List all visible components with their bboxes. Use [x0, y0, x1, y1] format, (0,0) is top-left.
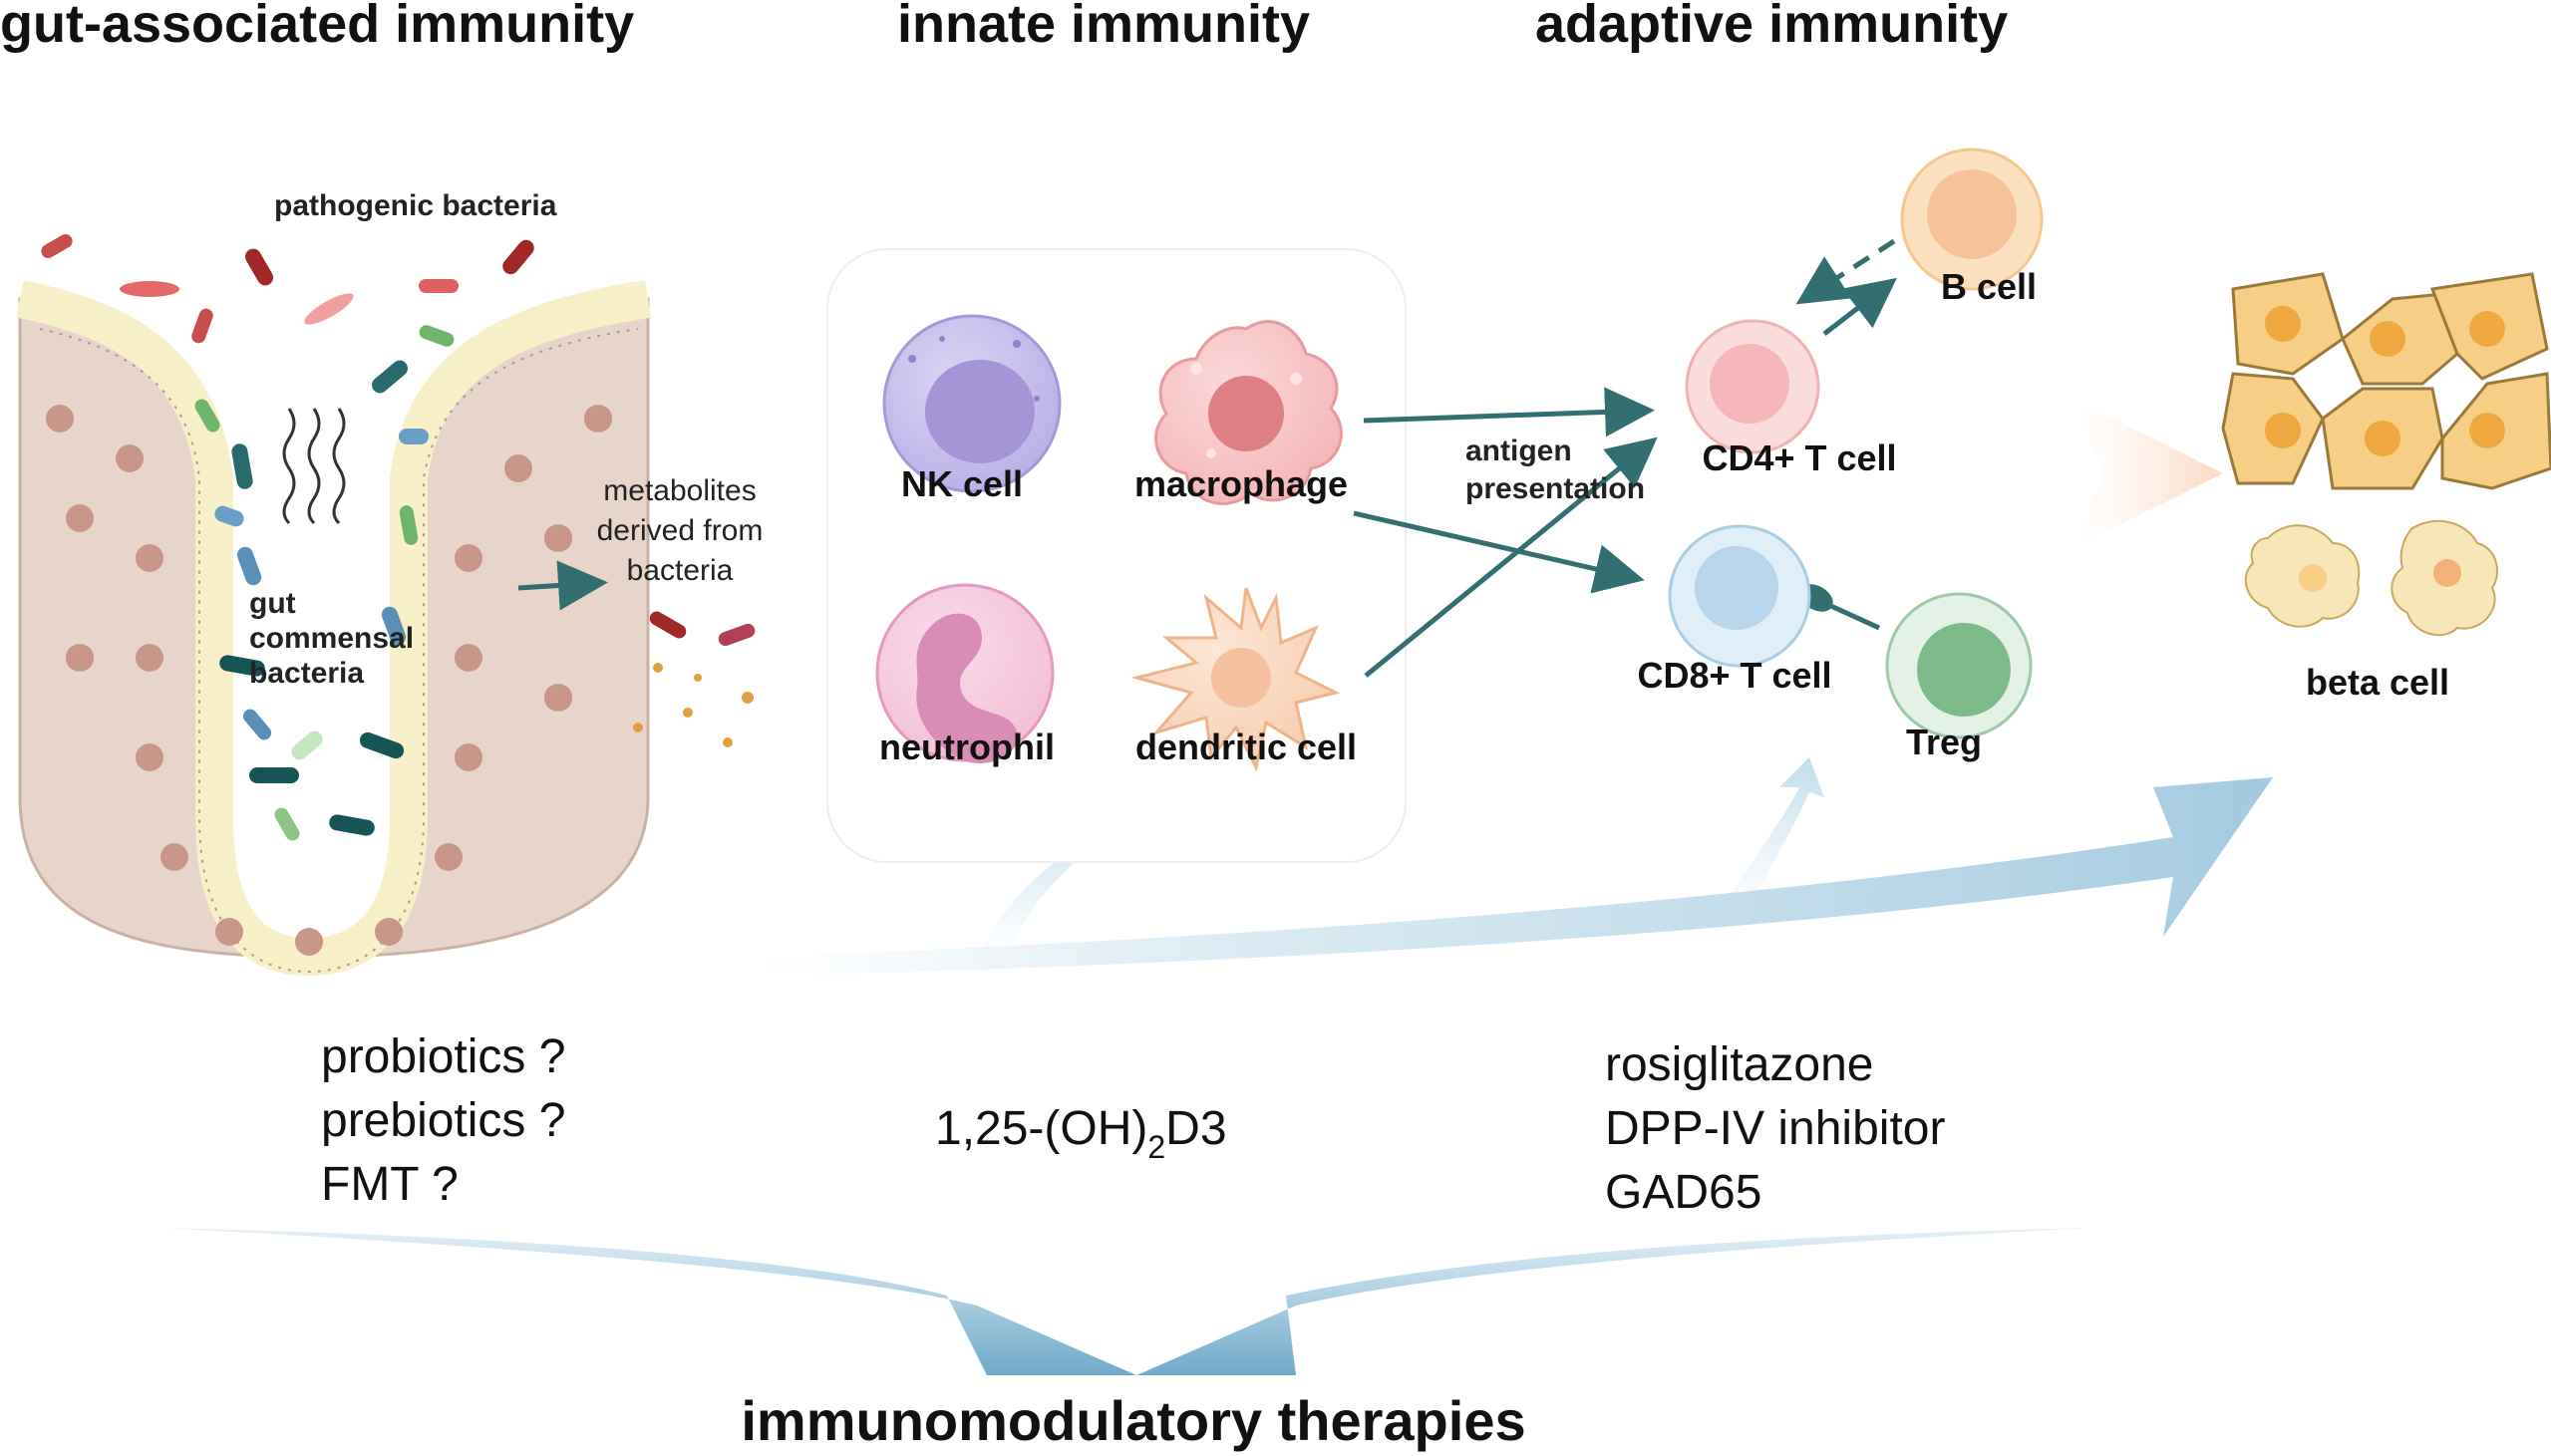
therapy-vitamin-d: 1,25-(OH)2D3 — [935, 1102, 1227, 1165]
commensal-bacteria — [194, 325, 455, 841]
dendritic-cell-label: dendritic cell — [1135, 727, 1357, 767]
secretion-wave-icons — [282, 408, 346, 525]
footer-title: immunomodulatory therapies — [741, 1389, 1525, 1452]
therapy-fmt: FMT ? — [321, 1158, 459, 1211]
metabolites-arrow — [517, 560, 608, 611]
cd8-t-cell-icon — [1668, 524, 1811, 668]
header-innate-immunity: innate immunity — [897, 0, 1310, 54]
antigen-label-1: antigen — [1465, 435, 1572, 467]
commensal-label-3: bacteria — [249, 657, 364, 690]
nk-cell-label: NK cell — [901, 463, 1023, 504]
metabolite-bacteria-icons — [633, 611, 756, 747]
therapy-dpp4-inhibitor: DPP-IV inhibitor — [1605, 1102, 1945, 1155]
cd8-t-cell-label: CD8+ T cell — [1637, 655, 1831, 696]
adaptive-arrows — [1353, 238, 1897, 678]
header-gut-immunity: gut-associated immunity — [0, 0, 634, 54]
macrophage-icon — [1154, 320, 1343, 505]
flow-sweep-arrows — [758, 399, 2273, 977]
therapy-gad65: GAD65 — [1605, 1166, 1761, 1219]
damaged-beta-cell-icons — [2244, 519, 2498, 637]
therapy-probiotics: probiotics ? — [321, 1030, 565, 1083]
pathogenic-bacteria-label: pathogenic bacteria — [274, 189, 557, 222]
metabolites-label-1: metabolites — [603, 474, 756, 507]
macrophage-label: macrophage — [1134, 463, 1348, 504]
beta-cell-icon — [2221, 272, 2551, 490]
therapy-rosiglitazone: rosiglitazone — [1605, 1038, 1873, 1091]
b-cell-icon — [1900, 147, 2044, 291]
header-adaptive-immunity: adaptive immunity — [1535, 0, 2008, 54]
therapy-prebiotics: prebiotics ? — [321, 1094, 565, 1147]
cd4-t-cell-label: CD4+ T cell — [1702, 437, 1896, 478]
commensal-label-2: commensal — [249, 622, 414, 655]
cd4-t-cell-icon — [1685, 319, 1820, 454]
metabolites-label-3: bacteria — [627, 554, 734, 587]
therapies-funnel-arrow — [159, 1228, 2093, 1375]
treg-icon — [1885, 592, 2033, 739]
pathogenic-bacteria-icons — [41, 234, 534, 344]
gut-crypt — [16, 280, 651, 977]
antigen-label-2: presentation — [1465, 472, 1645, 505]
beta-cell-label: beta cell — [2306, 662, 2449, 703]
dendritic-cell-icon — [1130, 587, 1341, 772]
treg-label: Treg — [1906, 722, 1982, 762]
commensal-label-1: gut — [249, 587, 296, 620]
nk-cell-icon — [882, 314, 1062, 493]
neutrophil-label: neutrophil — [879, 727, 1055, 767]
b-cell-label: B cell — [1941, 266, 2037, 307]
neutrophil-icon — [875, 583, 1055, 763]
metabolites-label-2: derived from — [597, 514, 764, 547]
